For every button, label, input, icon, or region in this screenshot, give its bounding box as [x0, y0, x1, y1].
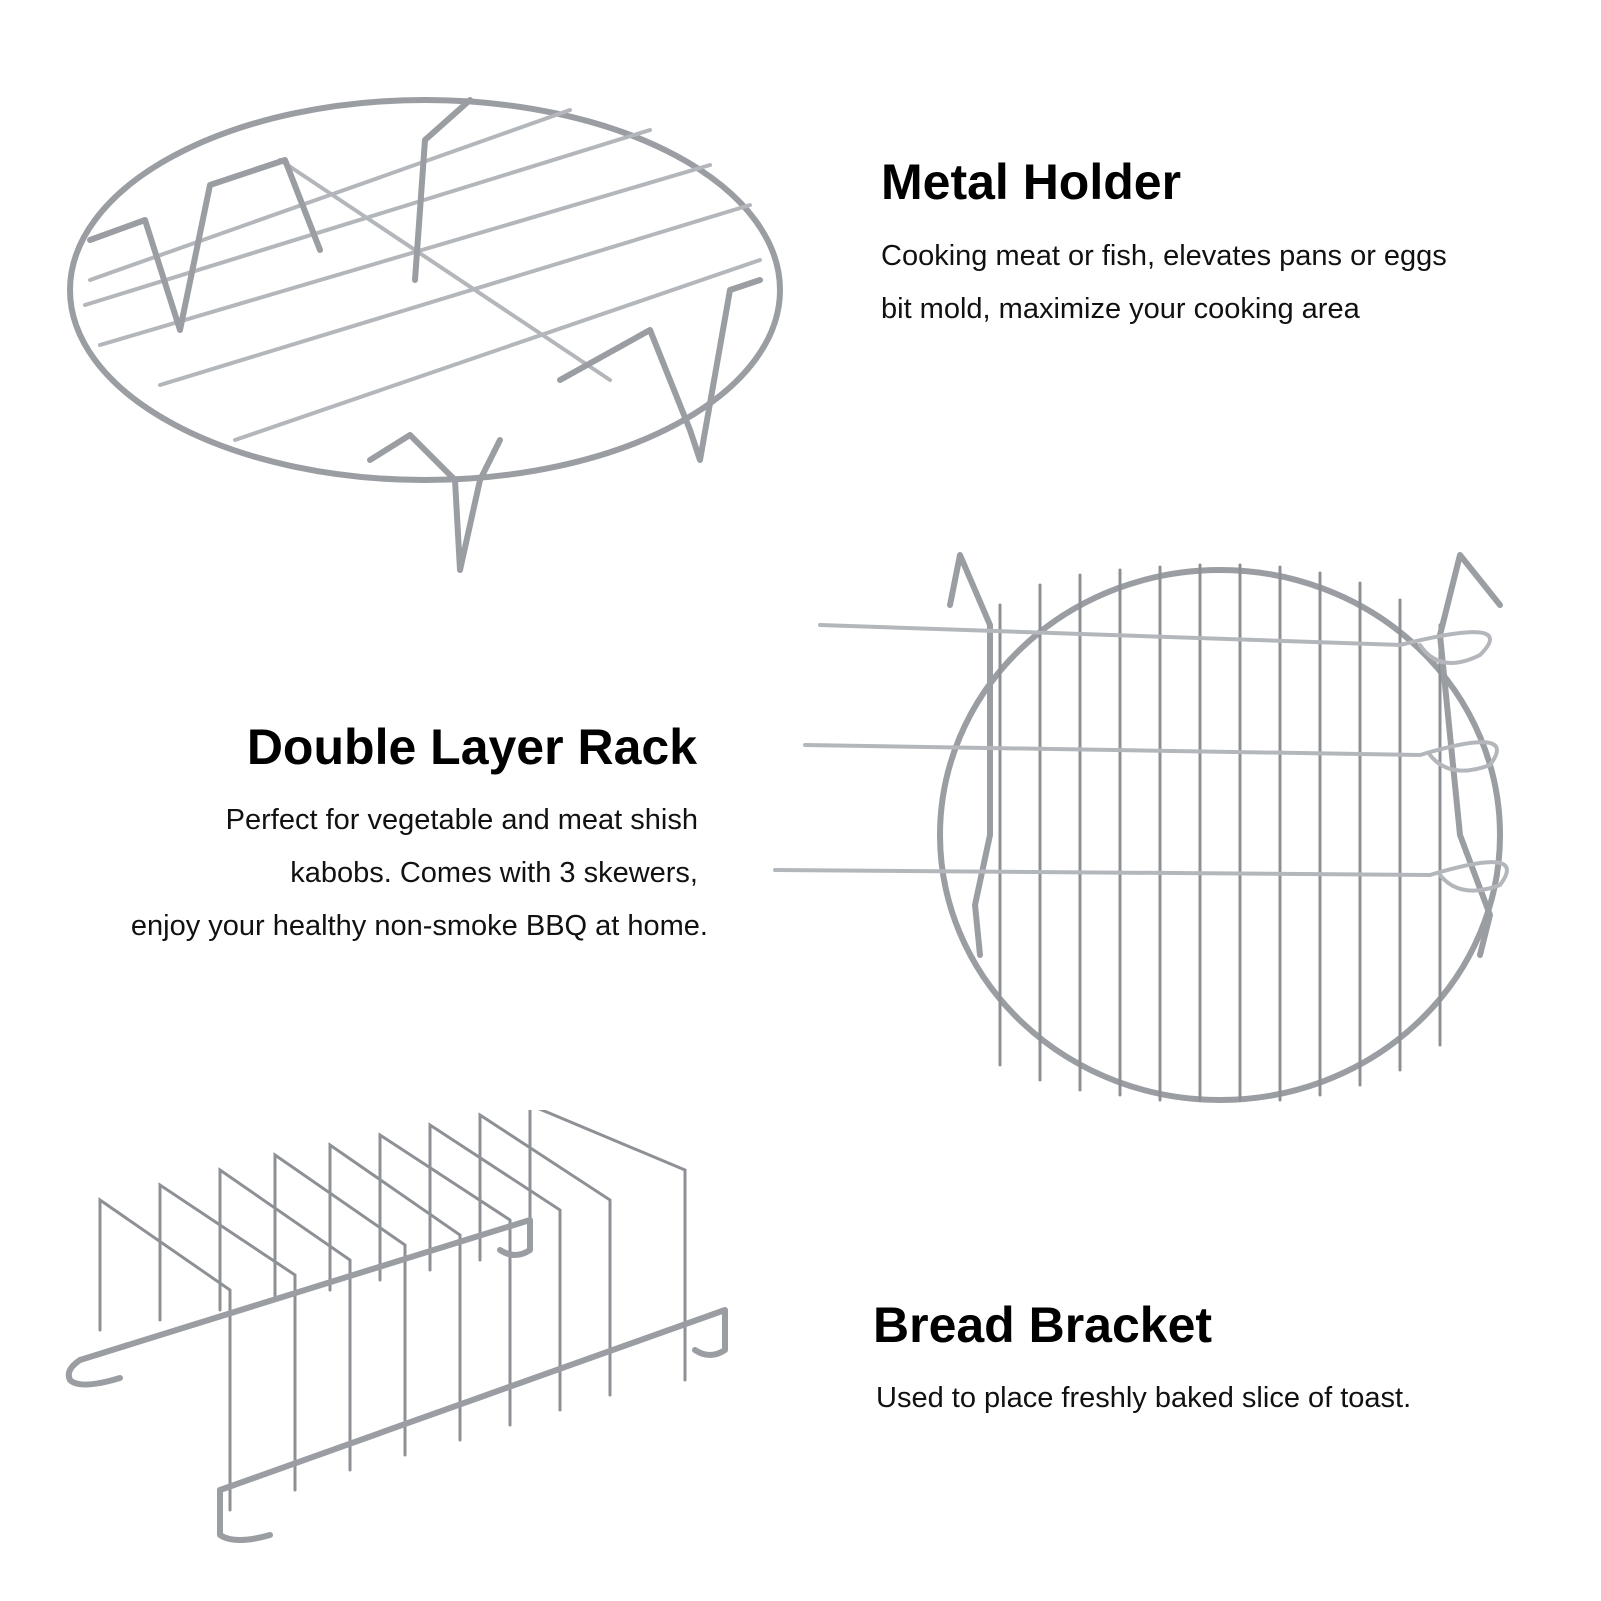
- double-layer-rack-description-line-3: enjoy your healthy non-smoke BBQ at home…: [130, 910, 708, 942]
- metal-holder-image: [67, 97, 783, 573]
- metal-holder-description-line-2: bit mold, maximize your cooking area: [881, 293, 1360, 325]
- double-layer-rack-description-line-1: Perfect for vegetable and meat shish: [225, 804, 698, 836]
- double-layer-rack-title: Double Layer Rack: [246, 719, 697, 775]
- double-layer-rack-image: [773, 552, 1509, 1103]
- bread-bracket-image: [65, 1110, 728, 1543]
- bread-bracket-title: Bread Bracket: [873, 1297, 1213, 1353]
- metal-holder-title: Metal Holder: [881, 154, 1182, 210]
- bread-bracket-description-line-1: Used to place freshly baked slice of toa…: [876, 1382, 1412, 1414]
- metal-holder-description-line-1: Cooking meat or fish, elevates pans or e…: [881, 240, 1447, 272]
- double-layer-rack-description-line-2: kabobs. Comes with 3 skewers,: [290, 857, 698, 889]
